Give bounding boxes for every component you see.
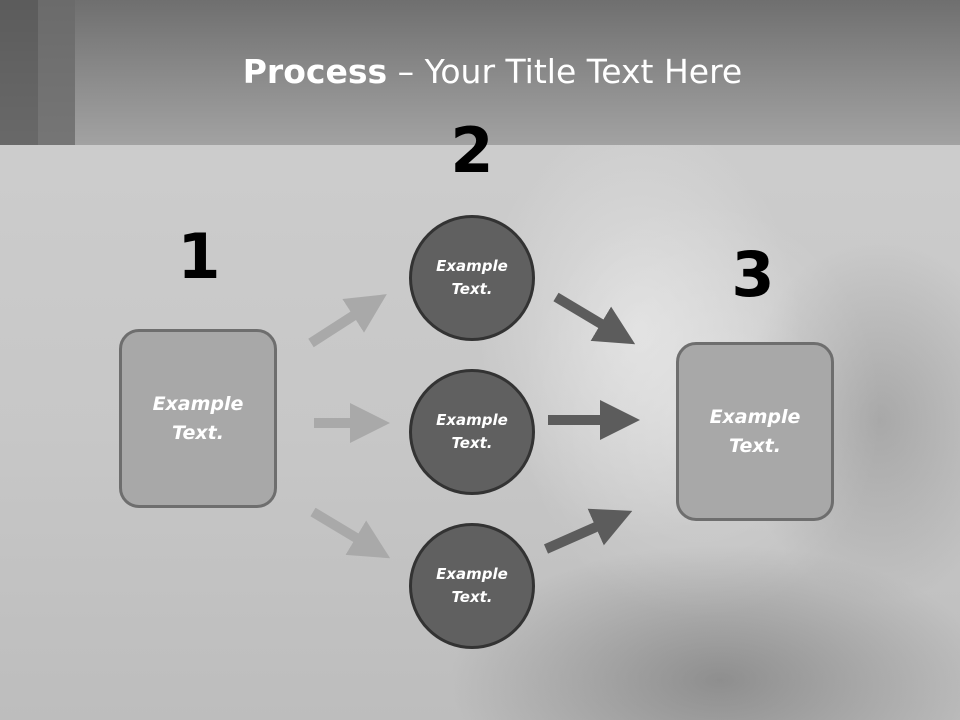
- step-number-3: 3: [731, 238, 775, 311]
- slide-title: Process – Your Title Text Here: [0, 52, 960, 91]
- process-circle-bottom: Example Text.: [409, 523, 535, 649]
- arrow-bottom-to-right: [543, 508, 633, 554]
- process-box-left-text: Example Text.: [152, 392, 244, 444]
- header-accent-bar-light: [38, 0, 75, 145]
- process-box-right: Example Text.: [676, 342, 834, 521]
- process-circle-top-text: Example Text.: [436, 257, 508, 298]
- slide-title-bold: Process: [242, 52, 388, 91]
- process-circle-top: Example Text.: [409, 215, 535, 341]
- arrow-left-to-top: [308, 294, 387, 348]
- arrow-left-to-bottom: [310, 507, 391, 559]
- arrow-top-to-right: [553, 292, 636, 345]
- step-number-2: 2: [450, 114, 494, 187]
- process-circle-bottom-text: Example Text.: [436, 565, 508, 606]
- slide-title-rest: – Your Title Text Here: [387, 52, 743, 91]
- header-band: [0, 0, 960, 145]
- process-box-right-text: Example Text.: [709, 405, 801, 457]
- process-circle-middle-text: Example Text.: [436, 411, 508, 452]
- step-number-1: 1: [177, 220, 221, 293]
- process-box-left: Example Text.: [119, 329, 277, 508]
- process-circle-middle: Example Text.: [409, 369, 535, 495]
- header-accent-bar-dark: [0, 0, 38, 145]
